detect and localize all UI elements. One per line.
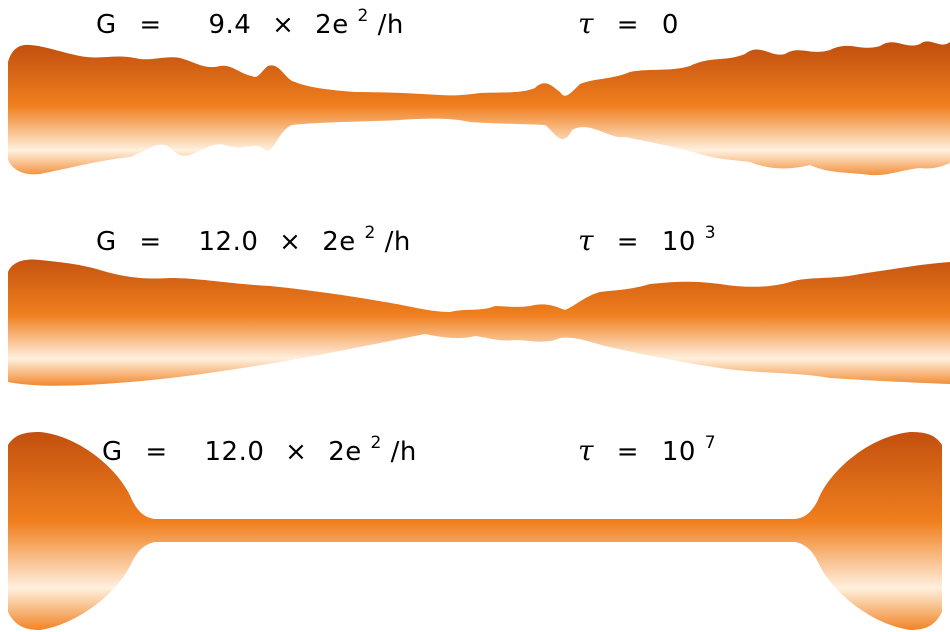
- unit-exponent: 2: [365, 223, 376, 243]
- time-base: 10: [662, 437, 696, 467]
- conductance-label-0: G = 9.4 × 2e 2 /h: [96, 0, 404, 40]
- unit-exponent: 2: [357, 6, 368, 26]
- unit-tail: /h: [391, 437, 417, 467]
- unit-base: 2e: [322, 227, 356, 257]
- times-sign: ×: [272, 10, 294, 40]
- tau-symbol: τ: [578, 7, 594, 40]
- unit-base: 2e: [315, 10, 349, 40]
- tau-symbol: τ: [578, 434, 594, 467]
- panel-2: G = 12.0 × 2e 2 /h τ = 10 7: [8, 425, 942, 630]
- times-sign: ×: [285, 437, 307, 467]
- times-sign: ×: [279, 227, 301, 257]
- nanowire-shape-2: [8, 432, 942, 630]
- time-value: 0: [662, 10, 679, 40]
- time-base: 10: [662, 227, 696, 257]
- time-label-0: τ = 0: [578, 7, 679, 40]
- equals-sign: =: [139, 10, 161, 40]
- g-symbol: G: [102, 437, 123, 467]
- equals-sign: =: [617, 10, 639, 40]
- unit-tail: /h: [385, 227, 411, 257]
- tau-symbol: τ: [578, 224, 594, 257]
- nanowire-shape-0: [8, 41, 950, 176]
- g-symbol: G: [96, 227, 117, 257]
- unit-base: 2e: [328, 437, 362, 467]
- equals-sign: =: [617, 227, 639, 257]
- unit-tail: /h: [378, 10, 404, 40]
- conductance-label-2: G = 12.0 × 2e 2 /h: [102, 425, 417, 467]
- equals-sign: =: [617, 437, 639, 467]
- equals-sign: =: [145, 437, 167, 467]
- equals-sign: =: [139, 227, 161, 257]
- panel-0: G = 9.4 × 2e 2 /h τ = 0: [8, 0, 950, 176]
- time-label-1: τ = 10 3: [578, 223, 716, 257]
- conductance-value: 12.0: [198, 227, 258, 257]
- g-symbol: G: [96, 10, 117, 40]
- time-exponent: 3: [705, 223, 716, 243]
- conductance-value: 12.0: [204, 437, 264, 467]
- conductance-label-1: G = 12.0 × 2e 2 /h: [96, 215, 411, 257]
- nanowire-shape-1: [8, 259, 950, 386]
- conductance-value: 9.4: [208, 10, 251, 40]
- unit-exponent: 2: [371, 433, 382, 453]
- panel-1: G = 12.0 × 2e 2 /h τ = 10 3: [8, 215, 950, 386]
- time-exponent: 7: [705, 433, 716, 453]
- time-label-2: τ = 10 7: [578, 433, 716, 467]
